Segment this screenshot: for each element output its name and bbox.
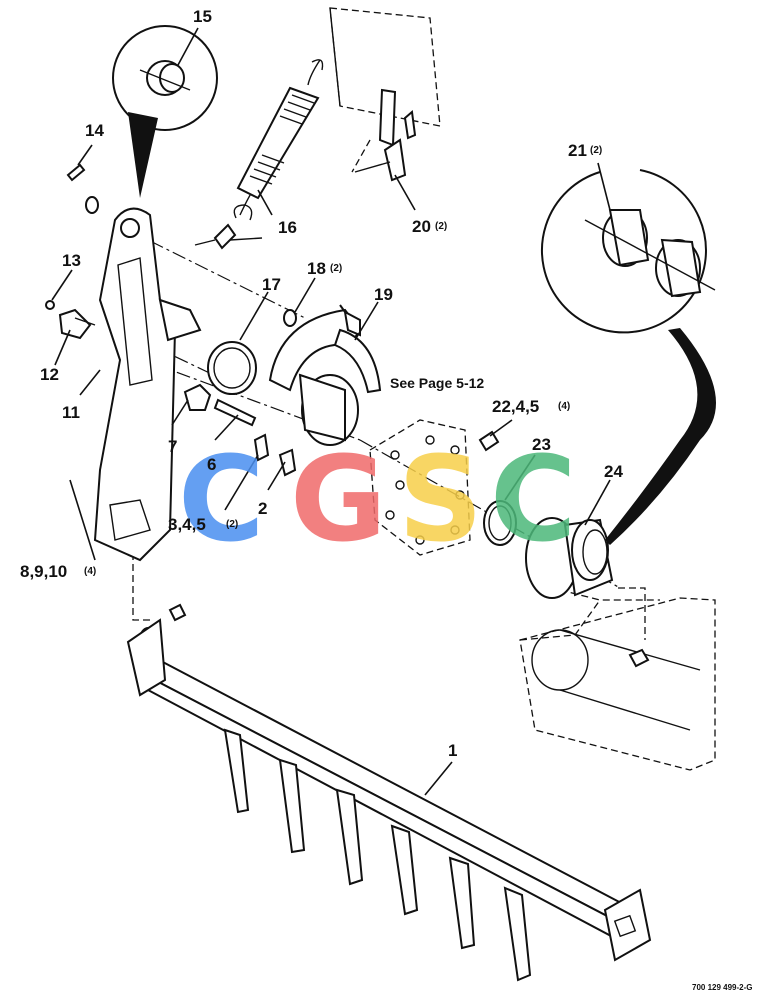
label-21: 21 bbox=[568, 141, 587, 160]
label-21-qty: (2) bbox=[590, 145, 602, 156]
bushing-detail-21 bbox=[540, 169, 716, 545]
label-1: 1 bbox=[448, 741, 457, 760]
tine-bar-part bbox=[126, 618, 652, 982]
bushing-detail-15 bbox=[112, 25, 218, 198]
label-20: 20 bbox=[412, 217, 431, 236]
label-18-qty: (2) bbox=[330, 263, 342, 274]
label-17: 17 bbox=[262, 275, 281, 294]
label-23: 23 bbox=[532, 435, 551, 454]
label-2245-qty: (4) bbox=[558, 401, 570, 412]
seal-part-23 bbox=[483, 500, 517, 546]
label-2245: 22,4,5 bbox=[492, 397, 539, 416]
clamp-part-19 bbox=[268, 304, 382, 446]
label-15: 15 bbox=[193, 7, 212, 26]
label-6: 6 bbox=[207, 455, 216, 474]
label-12: 12 bbox=[40, 365, 59, 384]
watermark-letter-g: G bbox=[290, 430, 387, 568]
label-16: 16 bbox=[278, 218, 297, 237]
mounting-plate-dashed bbox=[329, 7, 441, 127]
label-14: 14 bbox=[85, 121, 104, 140]
spring-part-16 bbox=[233, 59, 324, 221]
watermark-letter-s: S bbox=[398, 430, 483, 568]
label-345-qty: (2) bbox=[226, 519, 238, 530]
bolt-part-2 bbox=[278, 448, 297, 477]
bearing-part-24 bbox=[525, 517, 614, 599]
label-24: 24 bbox=[604, 462, 623, 481]
nut-part-7 bbox=[183, 383, 212, 411]
pin-part-6 bbox=[213, 398, 257, 427]
leader-lines bbox=[51, 27, 611, 796]
spring-anchor-pin bbox=[194, 223, 263, 250]
label-8910: 8,9,10 bbox=[20, 562, 67, 581]
washer-part-18 bbox=[283, 309, 297, 327]
label-11: 11 bbox=[62, 403, 80, 422]
label-20-qty: (2) bbox=[435, 221, 447, 232]
frame-bolts bbox=[168, 603, 650, 668]
label-345: 3,4,5 bbox=[168, 515, 206, 534]
watermark-letter-c2: C bbox=[490, 430, 577, 568]
screw-part-13 bbox=[45, 300, 55, 310]
bolt-part-2245 bbox=[478, 430, 500, 452]
label-19: 19 bbox=[374, 285, 393, 304]
snap-ring-part-17 bbox=[207, 341, 257, 395]
callout-labels: 1 2 3,4,5 (2) 6 7 8,9,10 (4) 11 12 13 14… bbox=[20, 7, 753, 992]
label-18: 18 bbox=[307, 259, 326, 278]
bracket-part-20 bbox=[354, 88, 417, 182]
nut-part-12 bbox=[58, 308, 96, 340]
drawing-code: 700 129 499-2-G bbox=[692, 983, 753, 992]
label-8910-qty: (4) bbox=[84, 566, 96, 577]
frame-section-dashed bbox=[519, 589, 716, 771]
label-7: 7 bbox=[168, 437, 177, 456]
watermark-letter-c1: C bbox=[178, 430, 265, 568]
label-2: 2 bbox=[258, 499, 267, 518]
screw-part-345 bbox=[253, 433, 270, 462]
arm-part bbox=[93, 207, 202, 562]
cgsc-watermark: C G S C bbox=[178, 430, 577, 568]
pin-part-14 bbox=[66, 163, 99, 214]
see-page-note: See Page 5-12 bbox=[390, 375, 484, 391]
label-13: 13 bbox=[62, 251, 81, 270]
bearing-plate bbox=[369, 419, 471, 556]
